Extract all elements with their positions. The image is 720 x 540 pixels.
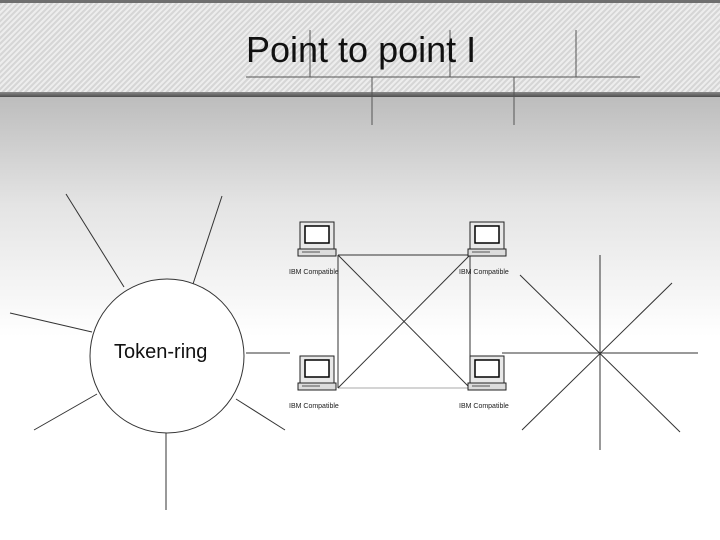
computer-top-right	[467, 221, 507, 257]
desktop-computer-icon	[467, 355, 507, 391]
ring-spoke-5	[33, 393, 98, 431]
star-spoke-diag-2	[521, 282, 673, 431]
computer-top-left	[297, 221, 337, 257]
computer-label-bottom-left: IBM Compatible	[289, 403, 339, 410]
ring-spoke-3	[9, 312, 93, 333]
computer-label-top-right: IBM Compatible	[459, 269, 509, 276]
desktop-computer-icon	[467, 221, 507, 257]
token-ring-diagram	[9, 193, 290, 510]
star-diagram	[502, 255, 698, 450]
slide-title: Point to point I	[246, 29, 477, 70]
title-band	[0, 0, 720, 96]
token-ring-circle	[89, 278, 245, 434]
ring-spoke-2	[192, 195, 223, 285]
ring-spoke-6	[235, 398, 286, 431]
title-bottom-rule	[0, 92, 720, 97]
mesh-links	[337, 254, 471, 389]
desktop-computer-icon	[297, 355, 337, 391]
computer-bottom-left	[297, 355, 337, 391]
title-decoration-lines	[246, 30, 640, 125]
computer-label-top-left: IBM Compatible	[289, 269, 339, 276]
computer-bottom-right	[467, 355, 507, 391]
token-ring-label: Token-ring	[114, 341, 208, 363]
desktop-computer-icon	[297, 221, 337, 257]
computer-label-bottom-right: IBM Compatible	[459, 403, 509, 410]
link-diagonal-2	[337, 254, 471, 389]
ring-spoke-1	[65, 193, 125, 288]
title-top-rule	[0, 0, 720, 3]
